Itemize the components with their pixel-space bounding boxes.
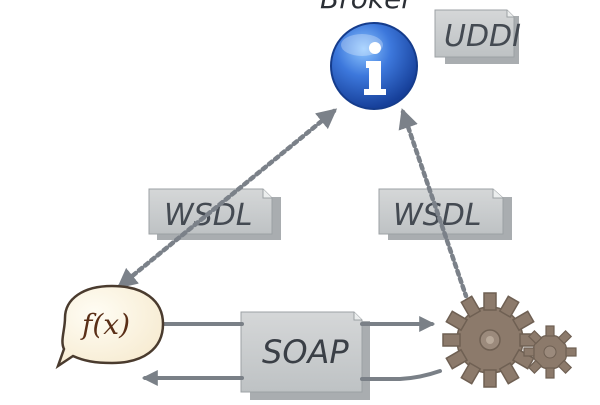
info-icon bbox=[330, 22, 418, 110]
uddi-label: UDDI bbox=[444, 19, 521, 54]
uddi-document: UDDI bbox=[434, 9, 521, 64]
function-speech-bubble-icon: f(x) bbox=[55, 284, 165, 370]
response-flow-arrow bbox=[145, 371, 442, 379]
left-dotted-arrow bbox=[116, 108, 338, 289]
broker-title: Broker bbox=[320, 0, 414, 15]
soap-document: SOAP bbox=[240, 311, 370, 403]
left-wsdl-document: WSDL bbox=[148, 188, 281, 240]
gears-icon bbox=[442, 292, 577, 388]
function-label: f(x) bbox=[80, 308, 130, 341]
svg-text:Broker: Broker bbox=[320, 0, 414, 15]
soap-label: SOAP bbox=[262, 333, 349, 371]
right-dotted-arrow bbox=[398, 108, 469, 299]
